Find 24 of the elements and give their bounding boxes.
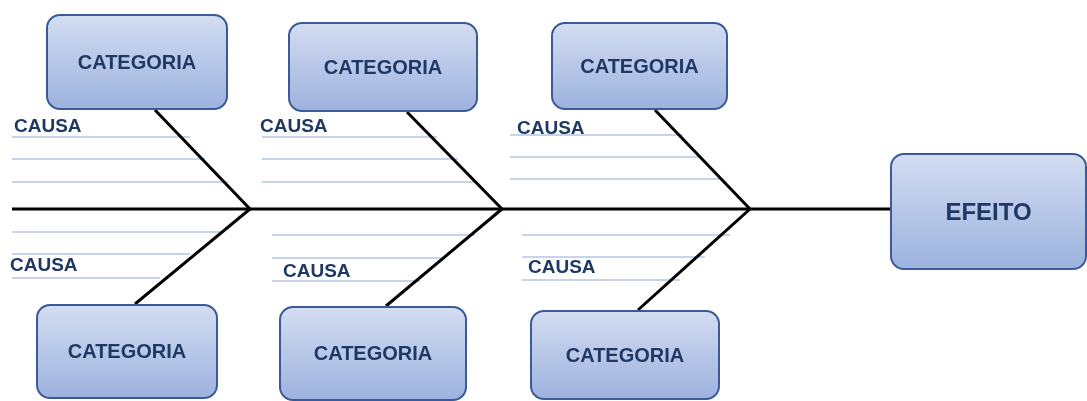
category-box	[46, 14, 228, 110]
spine-line	[12, 207, 890, 211]
cause-label: CAUSA	[260, 115, 328, 137]
bone-line	[405, 110, 504, 211]
node-label: CATEGORIA	[580, 54, 699, 78]
cause-label: CAUSA	[14, 115, 82, 137]
cause-label: CAUSA	[517, 117, 585, 139]
node-label: CATEGORIA	[67, 340, 187, 363]
category-box	[530, 310, 720, 400]
cause-label: CAUSA	[283, 260, 351, 282]
category-box	[551, 22, 728, 110]
bone-line	[153, 108, 252, 211]
category-box	[890, 153, 1087, 270]
cause-label: CAUSA	[10, 254, 78, 276]
node-label: EFEITO	[945, 197, 1032, 226]
bone-line	[653, 108, 752, 211]
node-label: CATEGORIA	[313, 342, 433, 365]
category-box	[288, 22, 478, 112]
node-label: CATEGORIA	[565, 343, 685, 367]
node-label: CATEGORIA	[77, 50, 197, 74]
node-label: CATEGORIA	[323, 55, 443, 79]
cause-label: CAUSA	[528, 256, 596, 278]
category-box	[279, 306, 467, 401]
category-box	[36, 304, 218, 399]
